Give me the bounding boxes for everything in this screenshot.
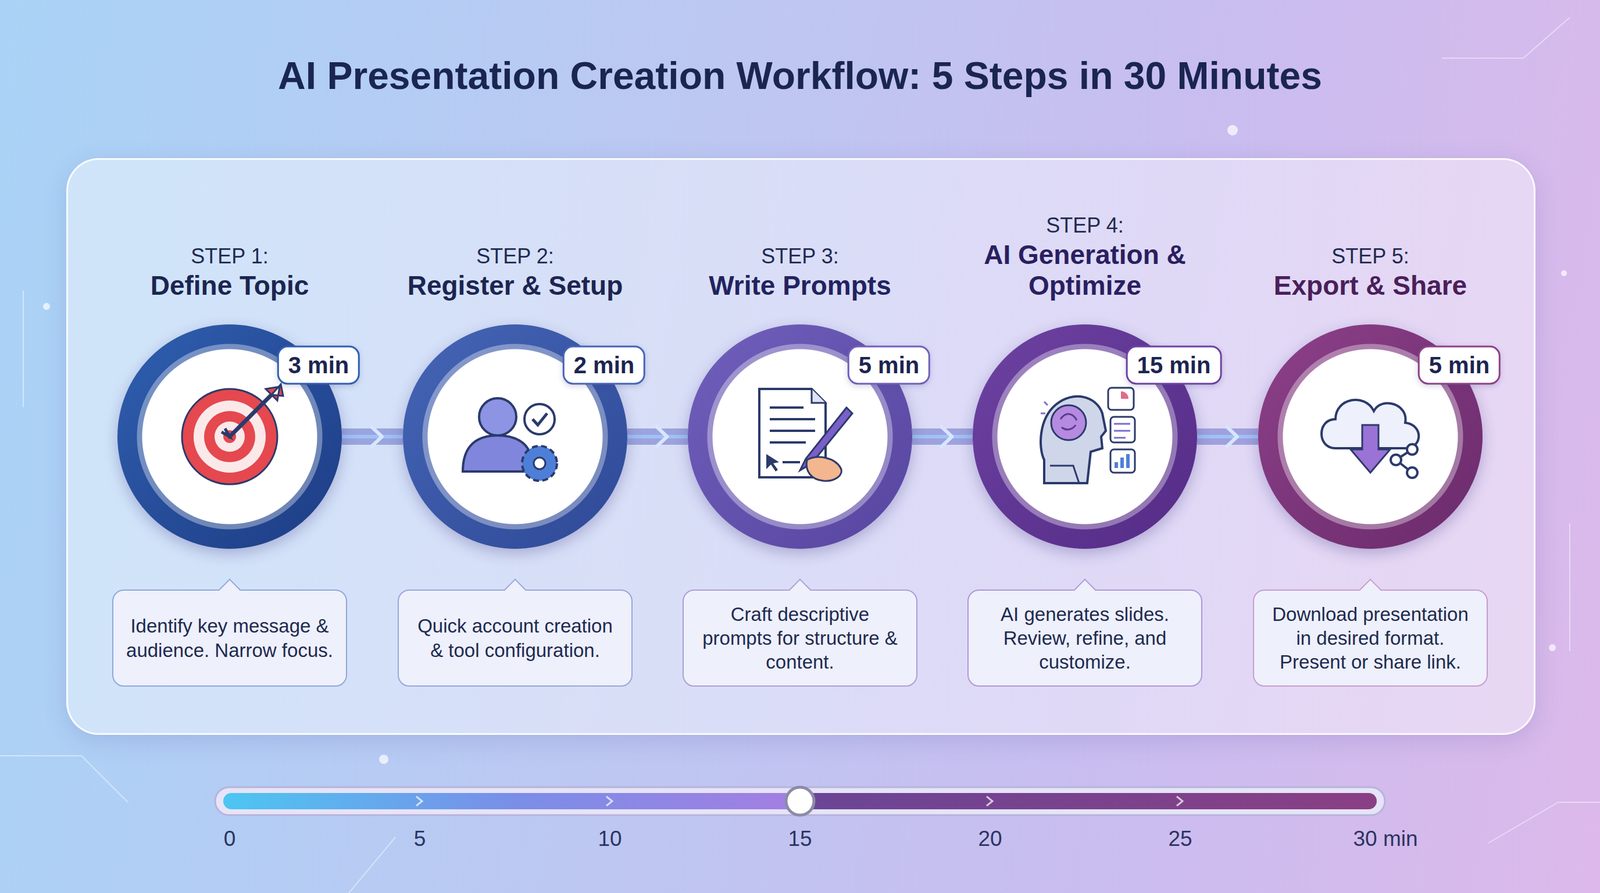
step-heading: STEP 5:Export & Share	[1233, 243, 1507, 302]
description-text: Quick account creation & tool configurat…	[411, 613, 619, 663]
description-text: Craft descriptive prompts for structure …	[696, 602, 904, 675]
step-heading: STEP 3:Write Prompts	[663, 243, 937, 302]
diagram-title: AI Presentation Creation Workflow: 5 Ste…	[0, 53, 1600, 98]
step-number: STEP 3:	[663, 243, 937, 271]
description: AI generates slides. Review, refine, and…	[981, 602, 1189, 675]
tick-holder: 25	[1168, 826, 1192, 852]
timeline-bar	[0, 773, 1600, 832]
ai-robot-icon	[1040, 387, 1135, 484]
flow-connector	[912, 426, 973, 447]
time-badge: 2 min	[562, 345, 646, 385]
timeline-tick: 15	[787, 826, 812, 851]
step-number: STEP 4:	[948, 212, 1222, 240]
callout-pointer	[1358, 578, 1382, 602]
timeline-tick: 5	[413, 826, 427, 851]
description-text: Download presentation in desired format.…	[1266, 602, 1474, 675]
callout-pointer	[503, 578, 527, 602]
document-pen-icon	[759, 388, 853, 481]
timeline-tick: 30 min	[1352, 826, 1418, 851]
description: Download presentation in desired format.…	[1266, 602, 1474, 675]
step-title: Write Prompts	[663, 270, 937, 302]
step-circle: STEP 1:Define Topic3 min	[117, 324, 342, 549]
step-title: Define Topic	[93, 270, 367, 302]
timeline-tick: 20	[977, 826, 1002, 851]
tick-holder: 20	[977, 826, 1002, 852]
step-circle: STEP 5:Export & Share5 min	[1258, 324, 1483, 549]
flow-connector	[627, 426, 688, 447]
timeline-tick: 0	[223, 826, 237, 851]
duration: 5 min	[858, 352, 920, 378]
description: Quick account creation & tool configurat…	[411, 613, 619, 663]
tick-holder: 15	[787, 826, 812, 852]
tick-holder: 0	[223, 826, 237, 852]
cloud-download-icon	[1321, 400, 1419, 478]
description-box: Quick account creation & tool configurat…	[397, 589, 633, 687]
title-holder: AI Presentation Creation Workflow: 5 Ste…	[0, 53, 1600, 98]
duration: 2 min	[573, 352, 635, 378]
timeline-tick: 10	[597, 826, 622, 851]
time-badge: 5 min	[1418, 345, 1501, 385]
description: Craft descriptive prompts for structure …	[696, 602, 904, 675]
tick-holder: 5	[413, 826, 427, 852]
tick-holder: 10	[597, 826, 622, 852]
tick-holder: 30 min	[1352, 826, 1418, 852]
description-box: Identify key message & audience. Narrow …	[112, 589, 348, 687]
step-heading: STEP 1:Define Topic	[93, 243, 367, 302]
description-box: AI generates slides. Review, refine, and…	[967, 589, 1203, 687]
step-title: Register & Setup	[378, 270, 652, 302]
description-text: AI generates slides. Review, refine, and…	[981, 602, 1189, 675]
time-badge: 5 min	[847, 345, 931, 385]
callout-pointer	[788, 578, 812, 602]
callout-pointer	[1073, 578, 1097, 602]
step-circle: STEP 4:AI Generation & Optimize15 min	[972, 324, 1198, 549]
description: Identify key message & audience. Narrow …	[126, 613, 334, 663]
step-number: STEP 5:	[1233, 243, 1507, 271]
duration: 15 min	[1137, 352, 1212, 378]
step-title: AI Generation & Optimize	[948, 239, 1222, 302]
step-circle: STEP 3:Write Prompts5 min	[687, 324, 913, 549]
step-circle: STEP 2:Register & Setup2 min	[402, 324, 628, 549]
target-icon	[181, 384, 284, 485]
step-heading: STEP 2:Register & Setup	[378, 243, 652, 302]
description-text: Identify key message & audience. Narrow …	[126, 613, 334, 663]
step-heading: STEP 4:AI Generation & Optimize	[948, 212, 1222, 302]
step-number: STEP 2:	[378, 243, 652, 271]
callout-pointer	[218, 578, 242, 602]
step-title: Export & Share	[1233, 270, 1507, 302]
flow-connector	[1197, 426, 1259, 447]
flow-connector	[341, 426, 403, 447]
timeline-tick: 25	[1168, 826, 1192, 851]
duration: 5 min	[1429, 352, 1490, 378]
user-setup-icon	[462, 398, 557, 481]
time-badge: 3 min	[277, 345, 360, 385]
time-badge: 15 min	[1126, 345, 1223, 385]
description-box: Craft descriptive prompts for structure …	[682, 589, 918, 687]
step-number: STEP 1:	[93, 243, 367, 271]
duration: 3 min	[288, 352, 349, 378]
description-box: Download presentation in desired format.…	[1252, 589, 1488, 687]
